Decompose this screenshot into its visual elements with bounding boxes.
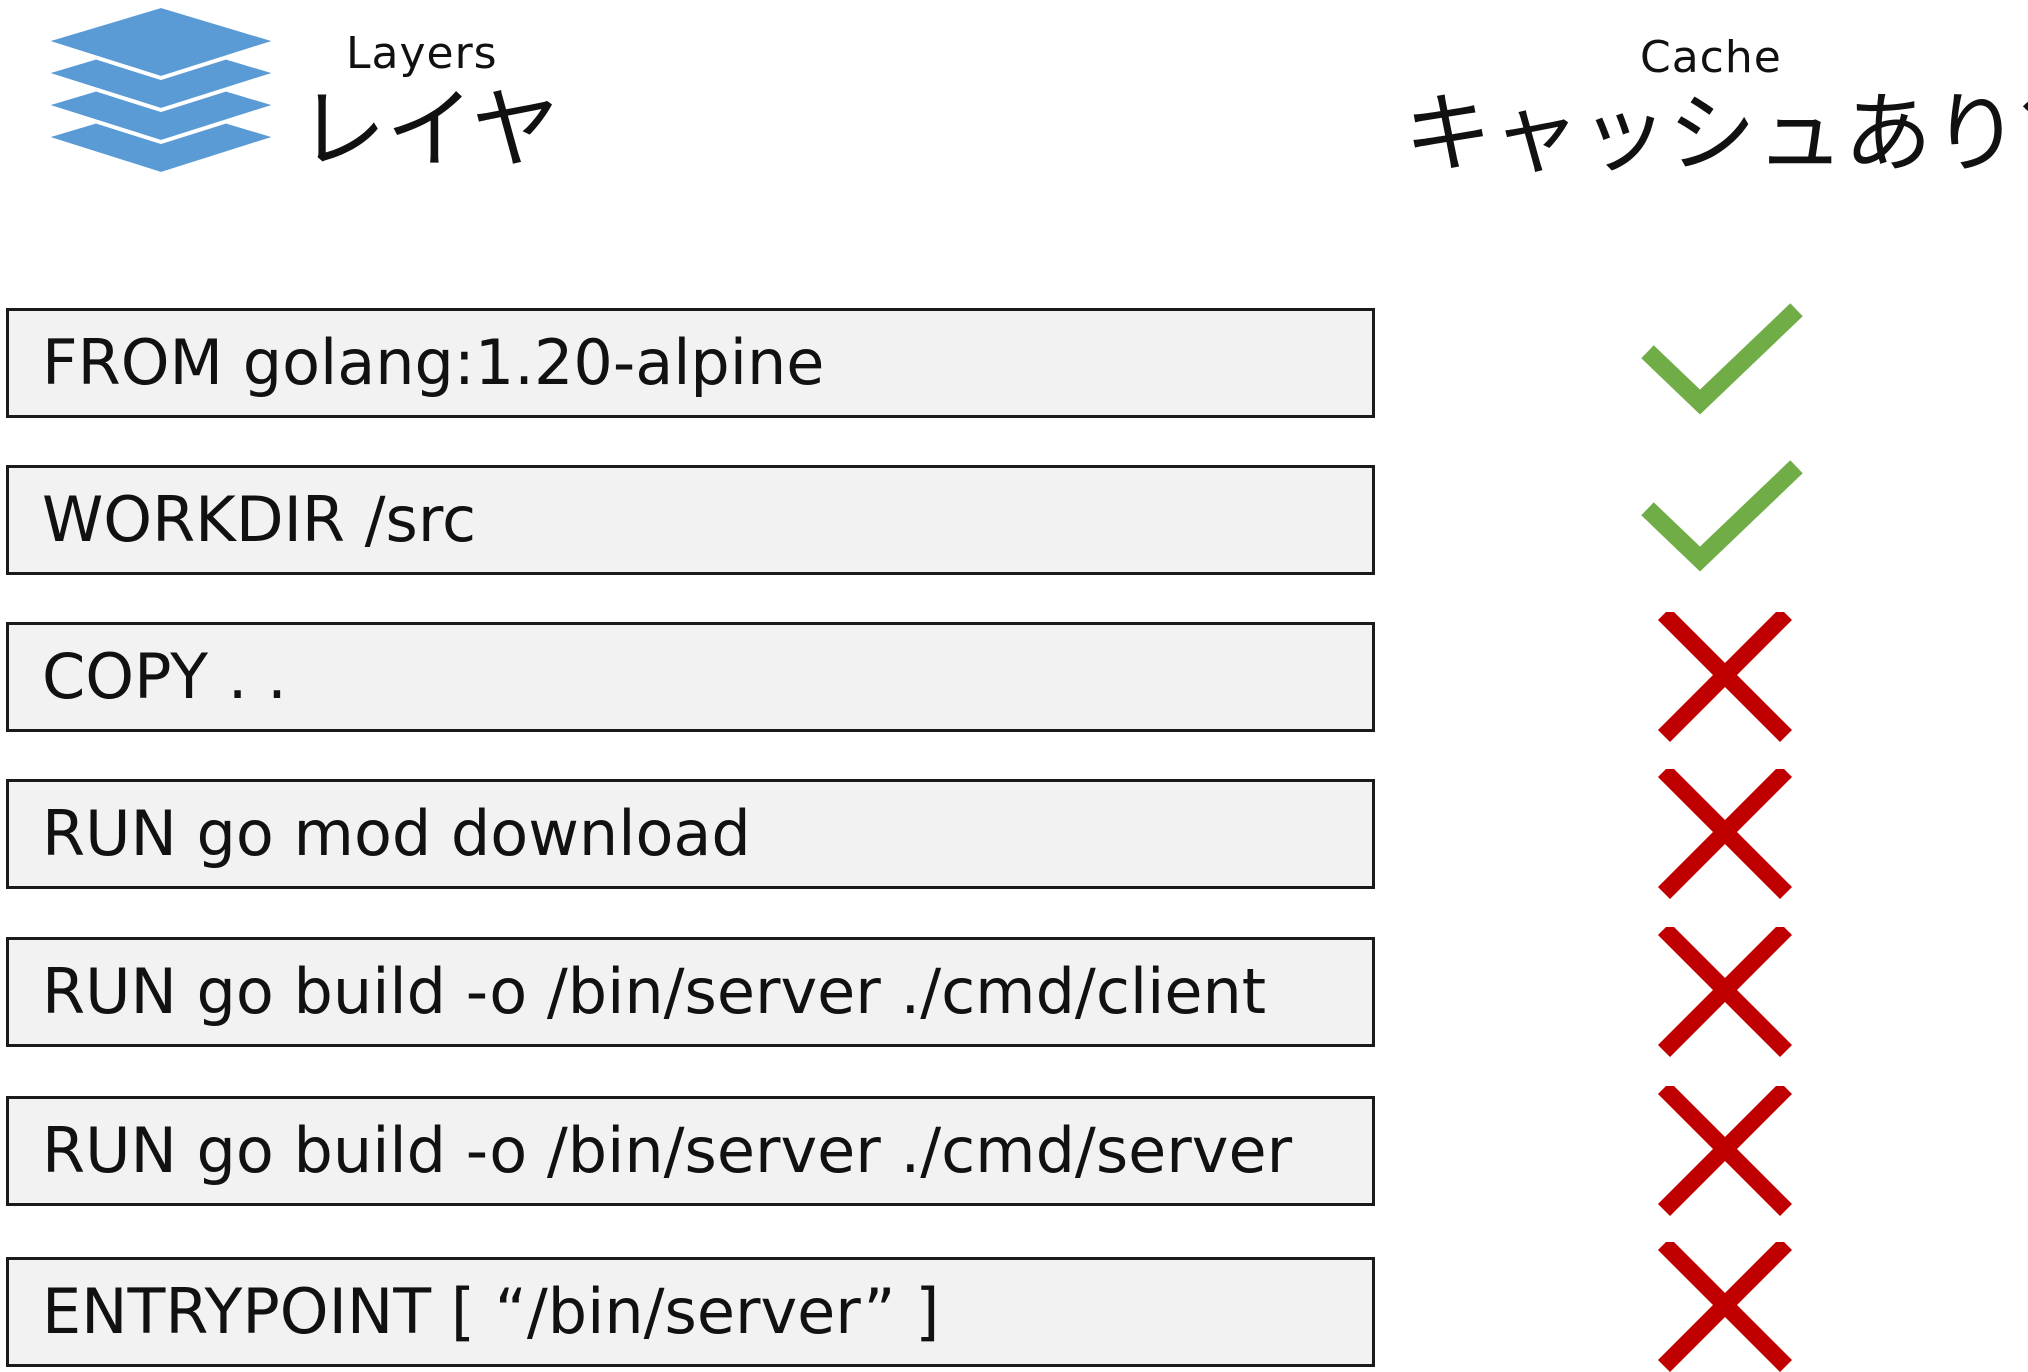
check-stroke bbox=[1641, 303, 1803, 415]
layers-stack-icon bbox=[42, 4, 280, 176]
cache-label-ja: キャッシュあり？ bbox=[1404, 82, 2028, 185]
cross-icon bbox=[1657, 1086, 1793, 1216]
check-icon bbox=[1641, 460, 1803, 572]
cross-icon bbox=[1657, 927, 1793, 1057]
layer-instruction: RUN go build -o /bin/server ./cmd/server bbox=[42, 1114, 1293, 1187]
layer-row-from: FROM golang:1.20-alpine bbox=[6, 308, 1375, 418]
cache-label-en: Cache bbox=[1640, 32, 1782, 83]
layer-instruction: COPY . . bbox=[42, 640, 287, 713]
cross-stroke-2 bbox=[1657, 927, 1793, 1057]
layer-row-workdir: WORKDIR /src bbox=[6, 465, 1375, 575]
layer-instruction: RUN go mod download bbox=[42, 797, 751, 870]
layer-row-copy: COPY . . bbox=[6, 622, 1375, 732]
layer-instruction: FROM golang:1.20-alpine bbox=[42, 326, 825, 399]
layer-instruction: WORKDIR /src bbox=[42, 483, 477, 556]
layer-row-build-server: RUN go build -o /bin/server ./cmd/server bbox=[6, 1096, 1375, 1206]
layers-label-en: Layers bbox=[346, 28, 498, 79]
cross-stroke-2 bbox=[1657, 612, 1793, 742]
check-stroke bbox=[1641, 460, 1803, 572]
layer-row-entrypoint: ENTRYPOINT [ “/bin/server” ] bbox=[6, 1257, 1375, 1367]
layer-row-mod-download: RUN go mod download bbox=[6, 779, 1375, 889]
check-icon bbox=[1641, 303, 1803, 415]
layer-instruction: RUN go build -o /bin/server ./cmd/client bbox=[42, 955, 1267, 1028]
cross-stroke-2 bbox=[1657, 1242, 1793, 1372]
layer-row-build-client: RUN go build -o /bin/server ./cmd/client bbox=[6, 937, 1375, 1047]
layer-instruction: ENTRYPOINT [ “/bin/server” ] bbox=[42, 1275, 940, 1348]
layers-label-ja: レイヤ bbox=[298, 78, 560, 181]
cross-stroke-2 bbox=[1657, 1086, 1793, 1216]
cross-icon bbox=[1657, 769, 1793, 899]
cross-icon bbox=[1657, 1242, 1793, 1372]
cross-icon bbox=[1657, 612, 1793, 742]
cross-stroke-2 bbox=[1657, 769, 1793, 899]
